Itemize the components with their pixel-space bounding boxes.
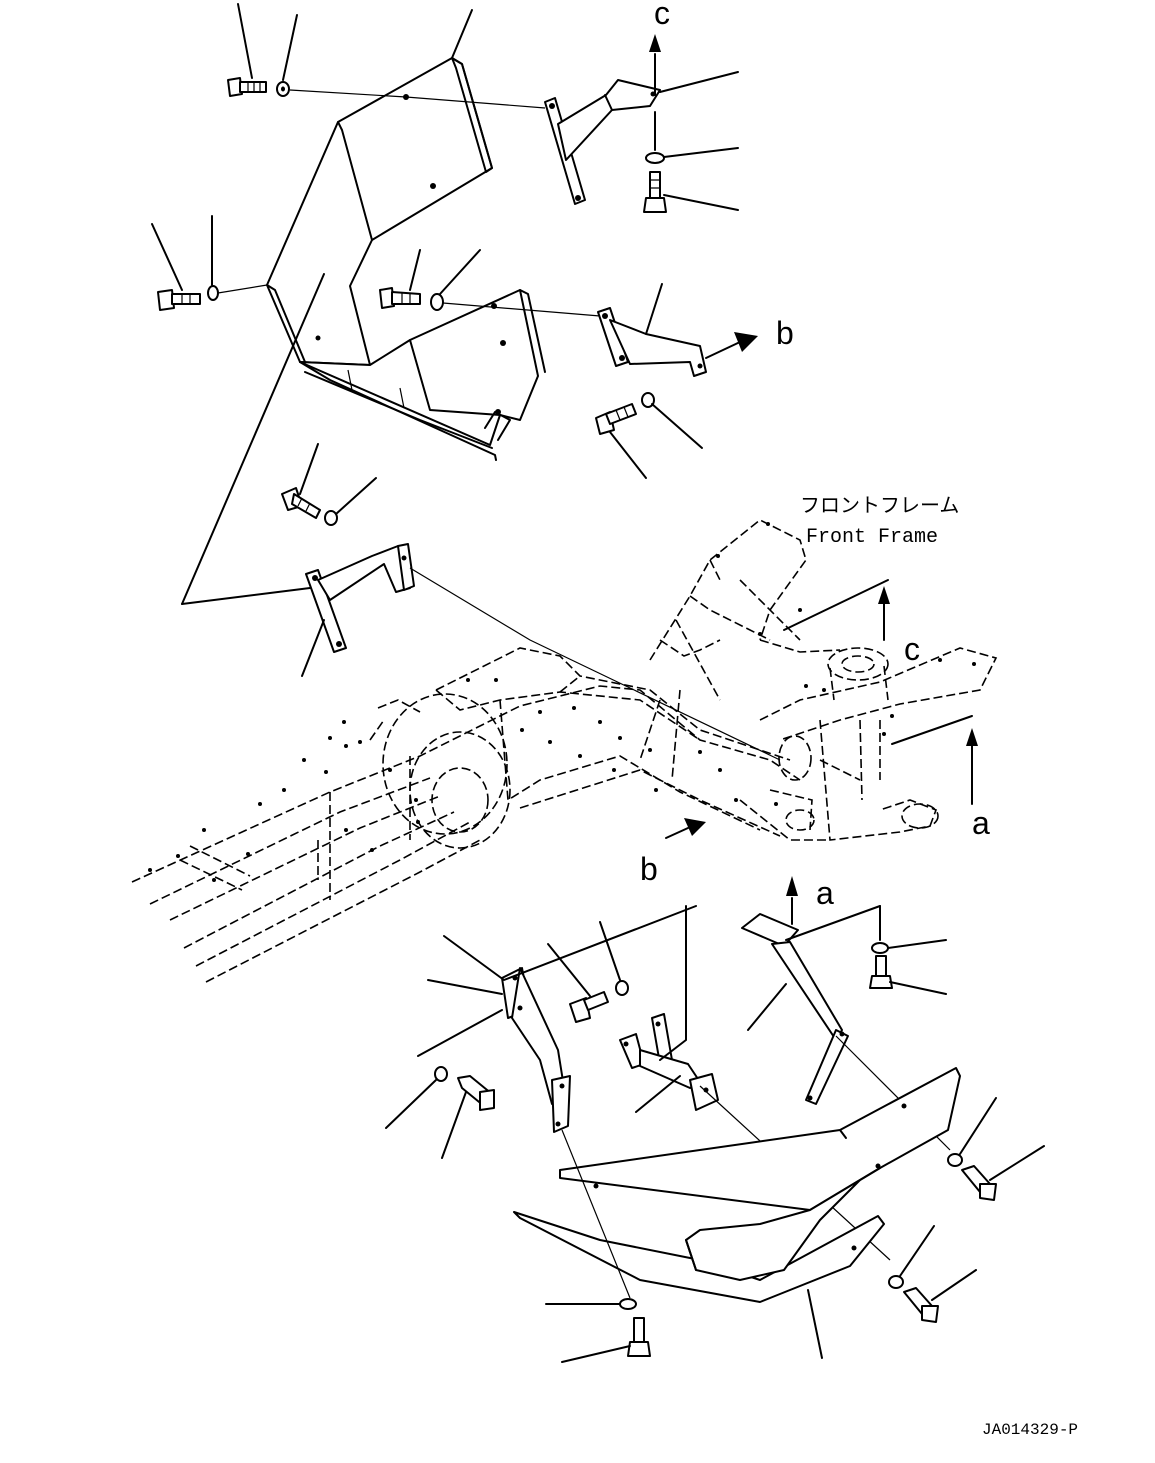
frame-en-label: Front Frame: [806, 526, 938, 549]
washer-4: [324, 510, 338, 526]
washer-c: [645, 152, 665, 164]
lower-strut: [741, 913, 849, 1105]
bolt-4: [281, 487, 321, 519]
bolt-b: [595, 403, 637, 435]
mid-bracket: [305, 543, 415, 653]
drawing-number: JA014329-P: [982, 1421, 1078, 1439]
washer-5: [615, 980, 629, 996]
washer-2: [207, 285, 219, 301]
bolt-8: [961, 1165, 997, 1201]
bottom-guard-plate: [513, 1067, 961, 1303]
bolt-a: [869, 955, 893, 989]
upper-cover-plate: [266, 57, 546, 461]
washer-3: [430, 293, 444, 311]
label-a-frame: a: [972, 805, 990, 841]
frame-bolt-holes: [148, 522, 976, 882]
bolt-6: [457, 1075, 495, 1111]
lower-left-bracket: [501, 967, 571, 1133]
washer-6: [434, 1066, 448, 1082]
bolt-7: [627, 1317, 651, 1357]
label-c-frame: c: [904, 631, 920, 667]
front-frame: フロントフレーム Front Frame: [131, 495, 998, 983]
bolt-3: [379, 287, 421, 309]
washer-8: [947, 1153, 963, 1167]
washer-7: [619, 1298, 637, 1310]
bolt-2: [157, 289, 201, 311]
bolt-5: [569, 991, 609, 1023]
washer-9: [888, 1275, 904, 1289]
small-center-bracket: [619, 1013, 719, 1111]
washer-b: [641, 392, 655, 408]
label-b-top: b: [776, 315, 794, 351]
label-b-frame: b: [640, 851, 658, 887]
bolt-1: [227, 77, 267, 97]
label-c-top: c: [654, 0, 670, 31]
label-a-bottom: a: [816, 875, 834, 911]
frame-jp-label: フロントフレーム: [800, 495, 959, 519]
bolt-c: [643, 171, 667, 213]
bolt-9: [903, 1287, 939, 1323]
bracket-b: [597, 307, 707, 377]
washer-a: [871, 942, 889, 954]
bracket-c: [544, 79, 661, 205]
